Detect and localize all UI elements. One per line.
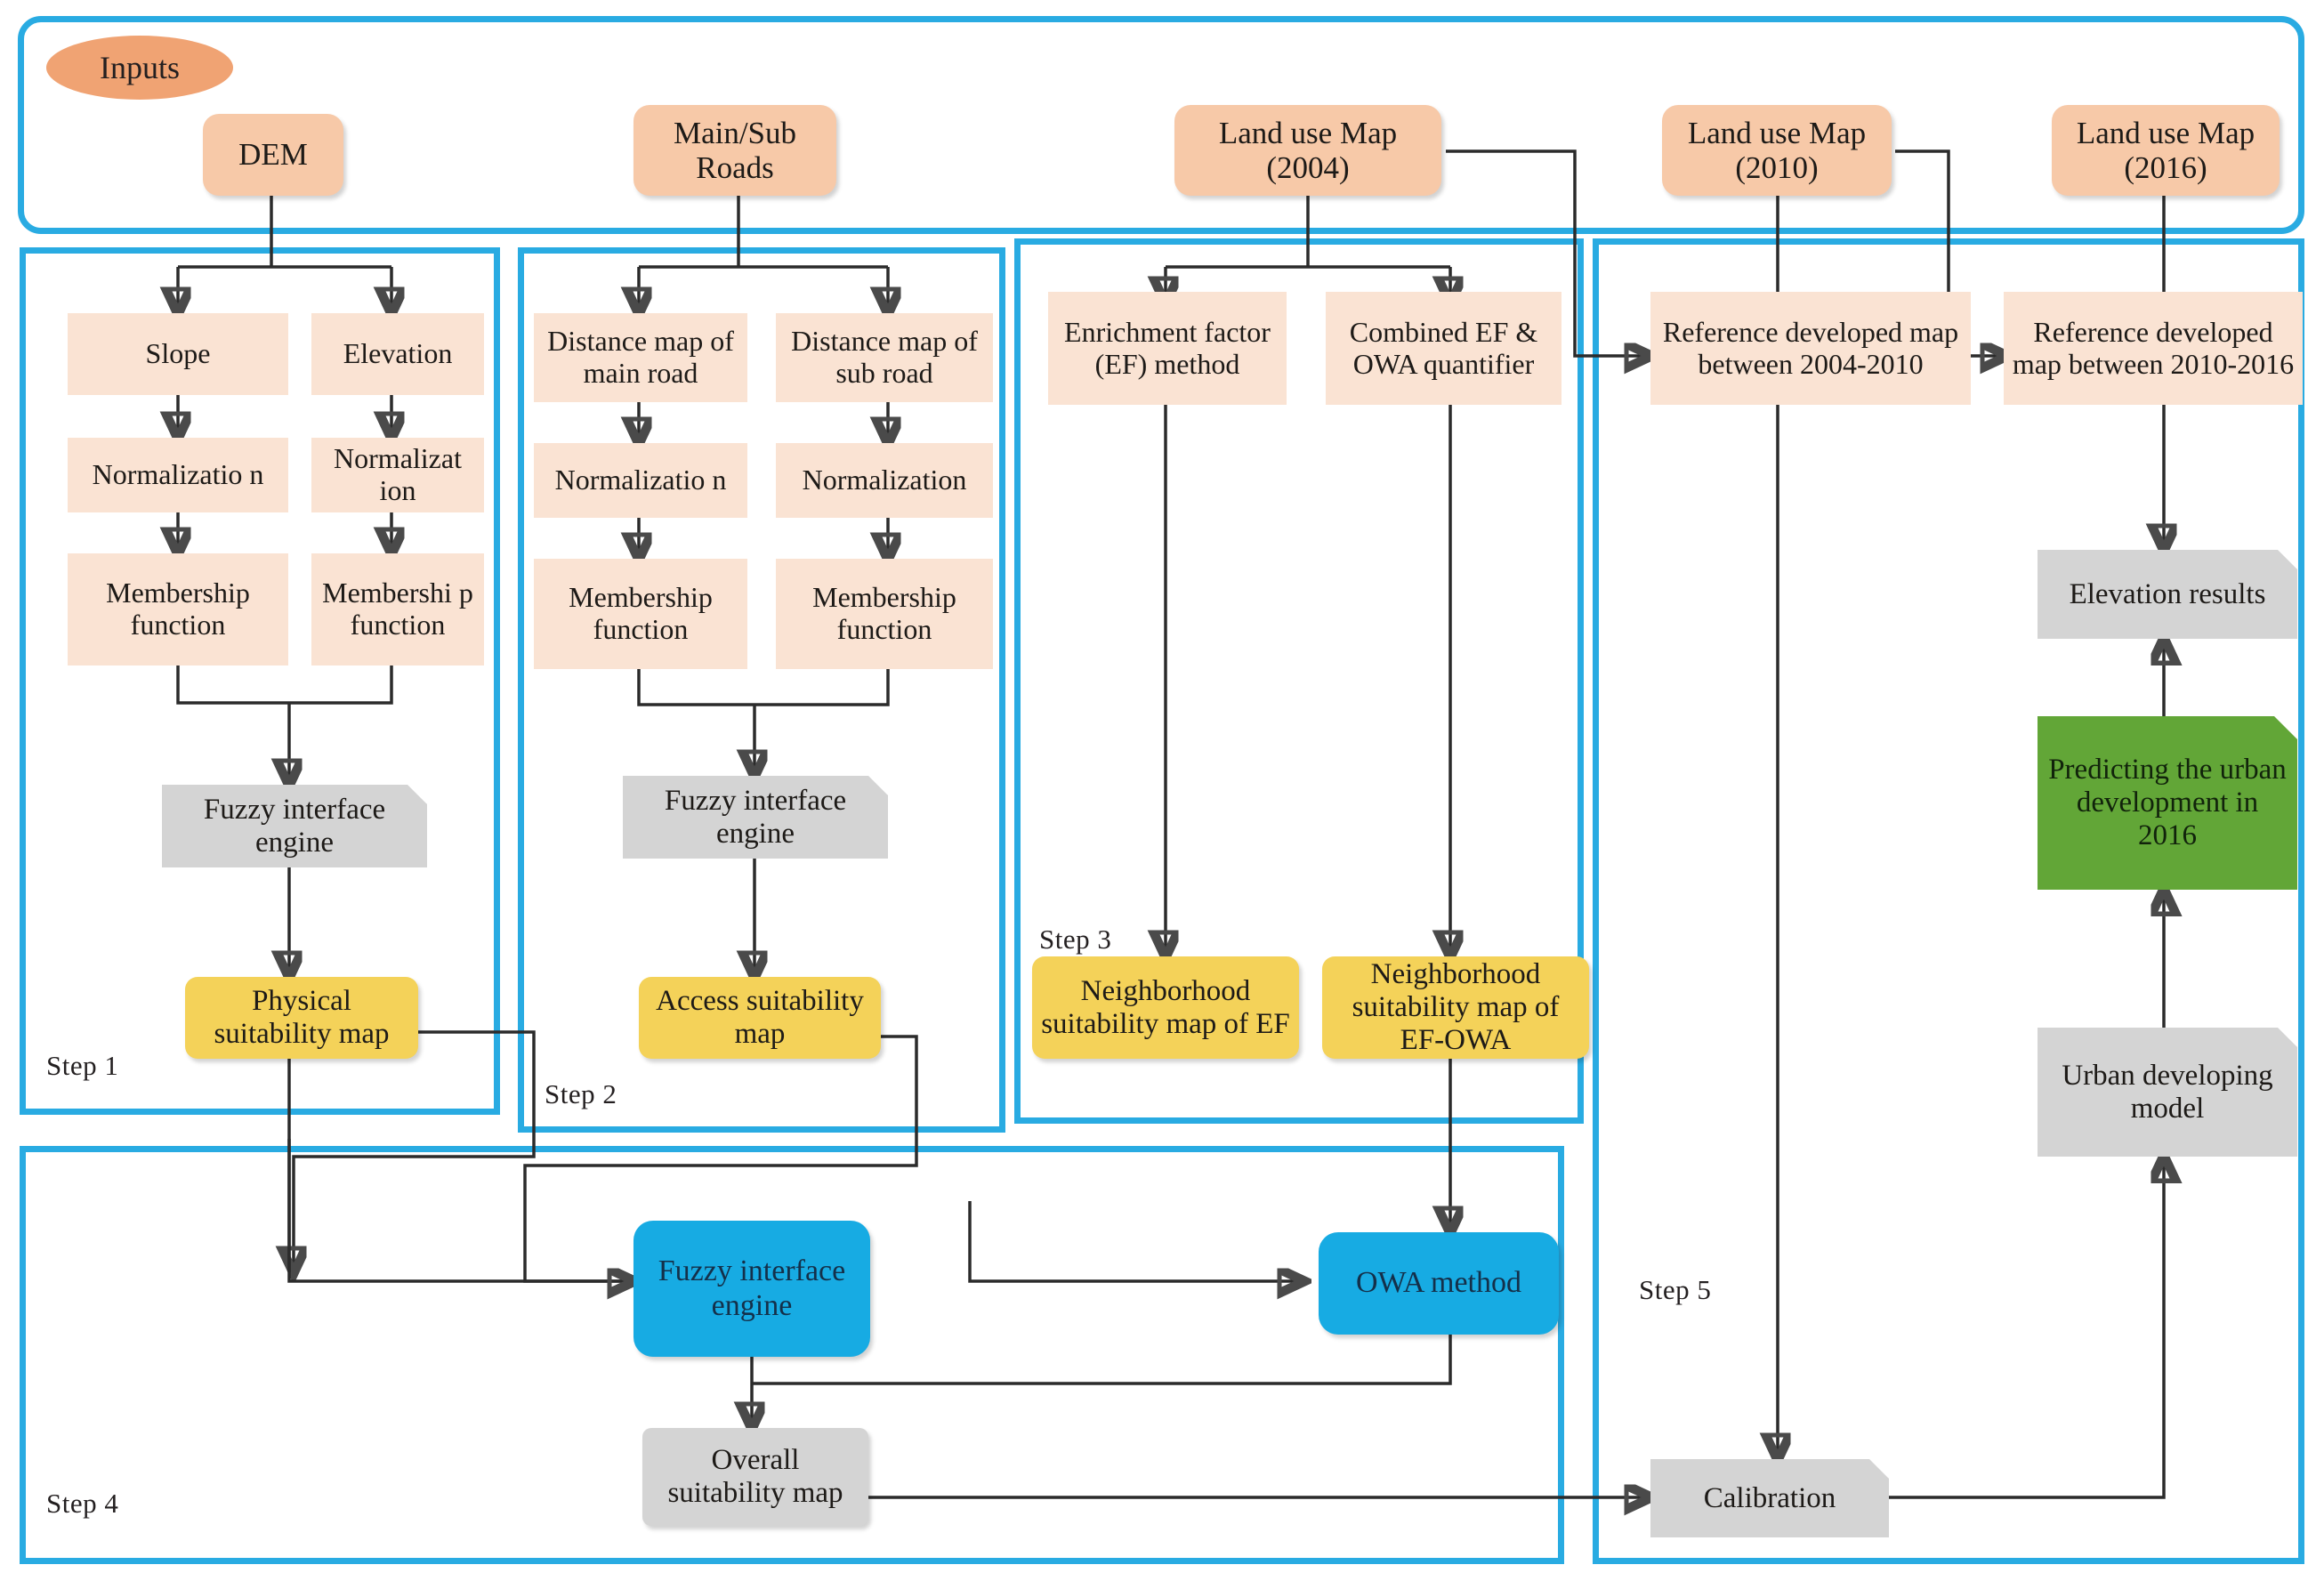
node-overall-suitability-map[interactable]: Overall suitability map xyxy=(642,1428,868,1526)
node-land-use-2004[interactable]: Land use Map (2004) xyxy=(1174,105,1441,196)
node-normalization-elevation[interactable]: Normalizat ion xyxy=(311,438,484,512)
panel-step5-label: Step 5 xyxy=(1639,1274,1712,1305)
node-combined-ef-owa-quantifier[interactable]: Combined EF & OWA quantifier xyxy=(1326,292,1561,405)
node-membership-function-sub-road[interactable]: Membership function xyxy=(776,559,993,669)
node-dem[interactable]: DEM xyxy=(203,114,343,196)
node-fuzzy-interface-engine-step4[interactable]: Fuzzy interface engine xyxy=(633,1221,870,1357)
node-distance-map-main-road[interactable]: Distance map of main road xyxy=(534,313,747,402)
panel-inputs xyxy=(18,16,2304,234)
node-urban-developing-model[interactable]: Urban developing model xyxy=(2038,1028,2297,1157)
node-neighborhood-suitability-map-ef[interactable]: Neighborhood suitability map of EF xyxy=(1032,956,1299,1059)
panel-step3 xyxy=(1014,238,1584,1124)
node-enrichment-factor-method[interactable]: Enrichment factor (EF) method xyxy=(1048,292,1287,405)
node-main-sub-roads[interactable]: Main/Sub Roads xyxy=(633,105,836,196)
node-owa-method[interactable]: OWA method xyxy=(1319,1232,1559,1335)
node-land-use-2016[interactable]: Land use Map (2016) xyxy=(2052,105,2280,196)
node-calibration[interactable]: Calibration xyxy=(1650,1459,1889,1537)
node-elevation-results[interactable]: Elevation results xyxy=(2038,550,2297,639)
node-land-use-2010[interactable]: Land use Map (2010) xyxy=(1662,105,1892,196)
node-normalization-slope[interactable]: Normalizatio n xyxy=(68,438,288,512)
panel-step1 xyxy=(20,247,500,1115)
node-distance-map-sub-road[interactable]: Distance map of sub road xyxy=(776,313,993,402)
node-fuzzy-interface-engine-step2[interactable]: Fuzzy interface engine xyxy=(623,776,888,859)
node-membership-function-main-road[interactable]: Membership function xyxy=(534,559,747,669)
node-normalization-sub-road[interactable]: Normalization xyxy=(776,443,993,518)
node-reference-developed-map-2010-2016[interactable]: Reference developed map between 2010-201… xyxy=(2004,292,2303,405)
panel-step3-label: Step 3 xyxy=(1039,924,1112,955)
node-slope[interactable]: Slope xyxy=(68,313,288,395)
node-elevation[interactable]: Elevation xyxy=(311,313,484,395)
node-access-suitability-map[interactable]: Access suitability map xyxy=(639,977,881,1059)
panel-step4-label: Step 4 xyxy=(46,1488,119,1519)
node-neighborhood-suitability-map-ef-owa[interactable]: Neighborhood suitability map of EF-OWA xyxy=(1322,956,1589,1059)
inputs-badge: Inputs xyxy=(46,36,233,100)
node-reference-developed-map-2004-2010[interactable]: Reference developed map between 2004-201… xyxy=(1650,292,1971,405)
node-predicting-urban-development[interactable]: Predicting the urban development in 2016 xyxy=(2038,716,2297,890)
panel-step1-label: Step 1 xyxy=(46,1050,119,1081)
node-normalization-main-road[interactable]: Normalizatio n xyxy=(534,443,747,518)
node-fuzzy-interface-engine-step1[interactable]: Fuzzy interface engine xyxy=(162,785,427,867)
panel-step5 xyxy=(1593,238,2304,1564)
node-physical-suitability-map[interactable]: Physical suitability map xyxy=(185,977,418,1059)
node-membership-function-elevation[interactable]: Membershi p function xyxy=(311,553,484,665)
node-membership-function-slope[interactable]: Membership function xyxy=(68,553,288,665)
panel-step2-label: Step 2 xyxy=(545,1078,617,1109)
